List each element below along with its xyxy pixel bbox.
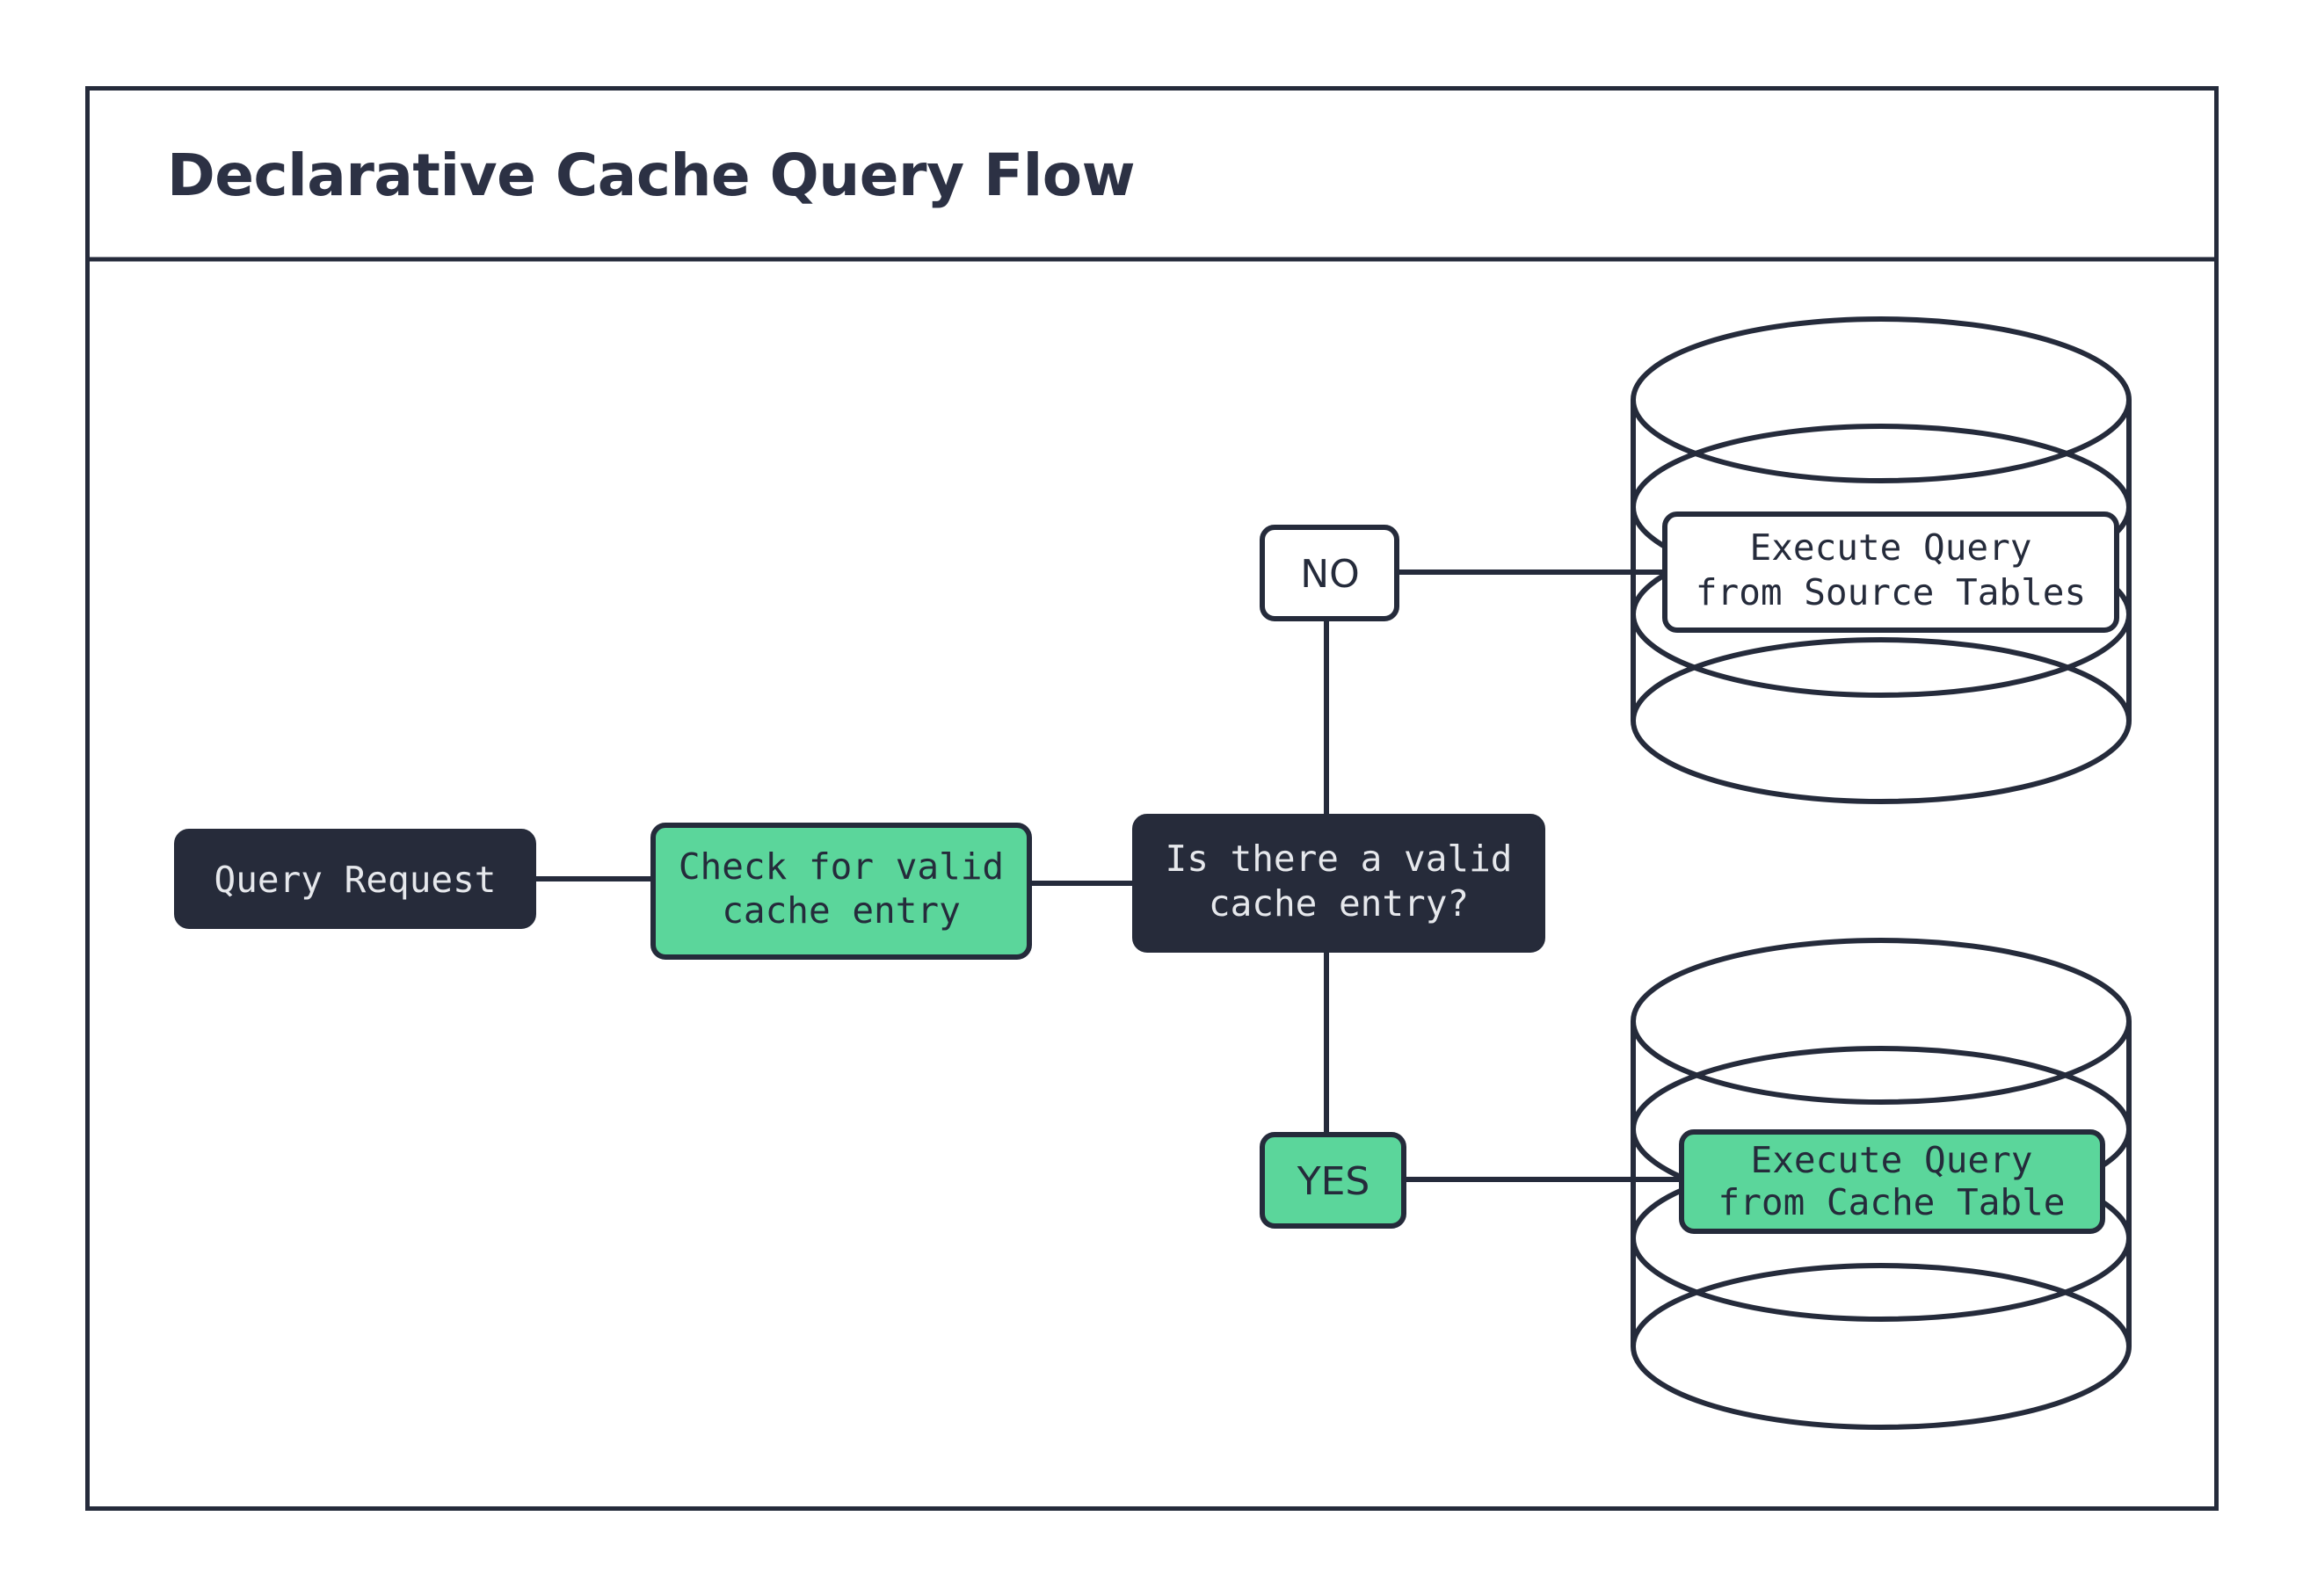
source-db-label-box: Execute Query from Source Tables — [1662, 511, 2119, 633]
source-db-label-line2: from Source Tables — [1696, 571, 2086, 613]
cache-db-label-line2: from Cache Table — [1718, 1181, 2066, 1223]
branch-yes-rect[interactable] — [1260, 1132, 1406, 1229]
check-cache-label-line2: cache entry — [722, 889, 961, 932]
cache-db-label-line1: Execute Query — [1751, 1139, 2033, 1181]
decision-rect[interactable] — [1132, 814, 1545, 953]
source-db-disk-top — [1631, 316, 2132, 483]
branch-no-label: NO — [1300, 552, 1360, 597]
query-request-label: Query Request — [214, 859, 497, 901]
source-db-label-line1: Execute Query — [1750, 526, 2032, 569]
source-db-disk-bottom — [1631, 637, 2132, 804]
branch-no-rect[interactable] — [1260, 525, 1399, 621]
cache-db-label-rect — [1679, 1129, 2105, 1234]
node-branch-yes[interactable]: YES — [1260, 1132, 1406, 1229]
node-branch-no[interactable]: NO — [1260, 525, 1399, 621]
cache-db-disk-bottom — [1631, 1263, 2132, 1430]
branch-yes-label: YES — [1297, 1159, 1370, 1204]
decision-label-line1: Is there a valid — [1166, 838, 1513, 880]
check-cache-rect[interactable] — [650, 823, 1032, 960]
node-query-request[interactable]: Query Request — [174, 829, 536, 929]
check-cache-label-line1: Check for valid — [679, 845, 1004, 888]
diagram-frame — [85, 86, 2219, 1511]
cache-db-label-box: Execute Query from Cache Table — [1679, 1129, 2105, 1234]
cache-db-disk-top — [1631, 938, 2132, 1105]
source-db-label-rect — [1662, 511, 2119, 633]
page-title: Declarative Cache Query Flow — [167, 141, 1135, 209]
query-request-rect[interactable] — [174, 829, 536, 929]
decision-label-line2: cache entry? — [1209, 882, 1469, 925]
node-check-cache[interactable]: Check for valid cache entry — [650, 823, 1032, 960]
node-decision-valid-cache[interactable]: Is there a valid cache entry? — [1132, 814, 1545, 953]
